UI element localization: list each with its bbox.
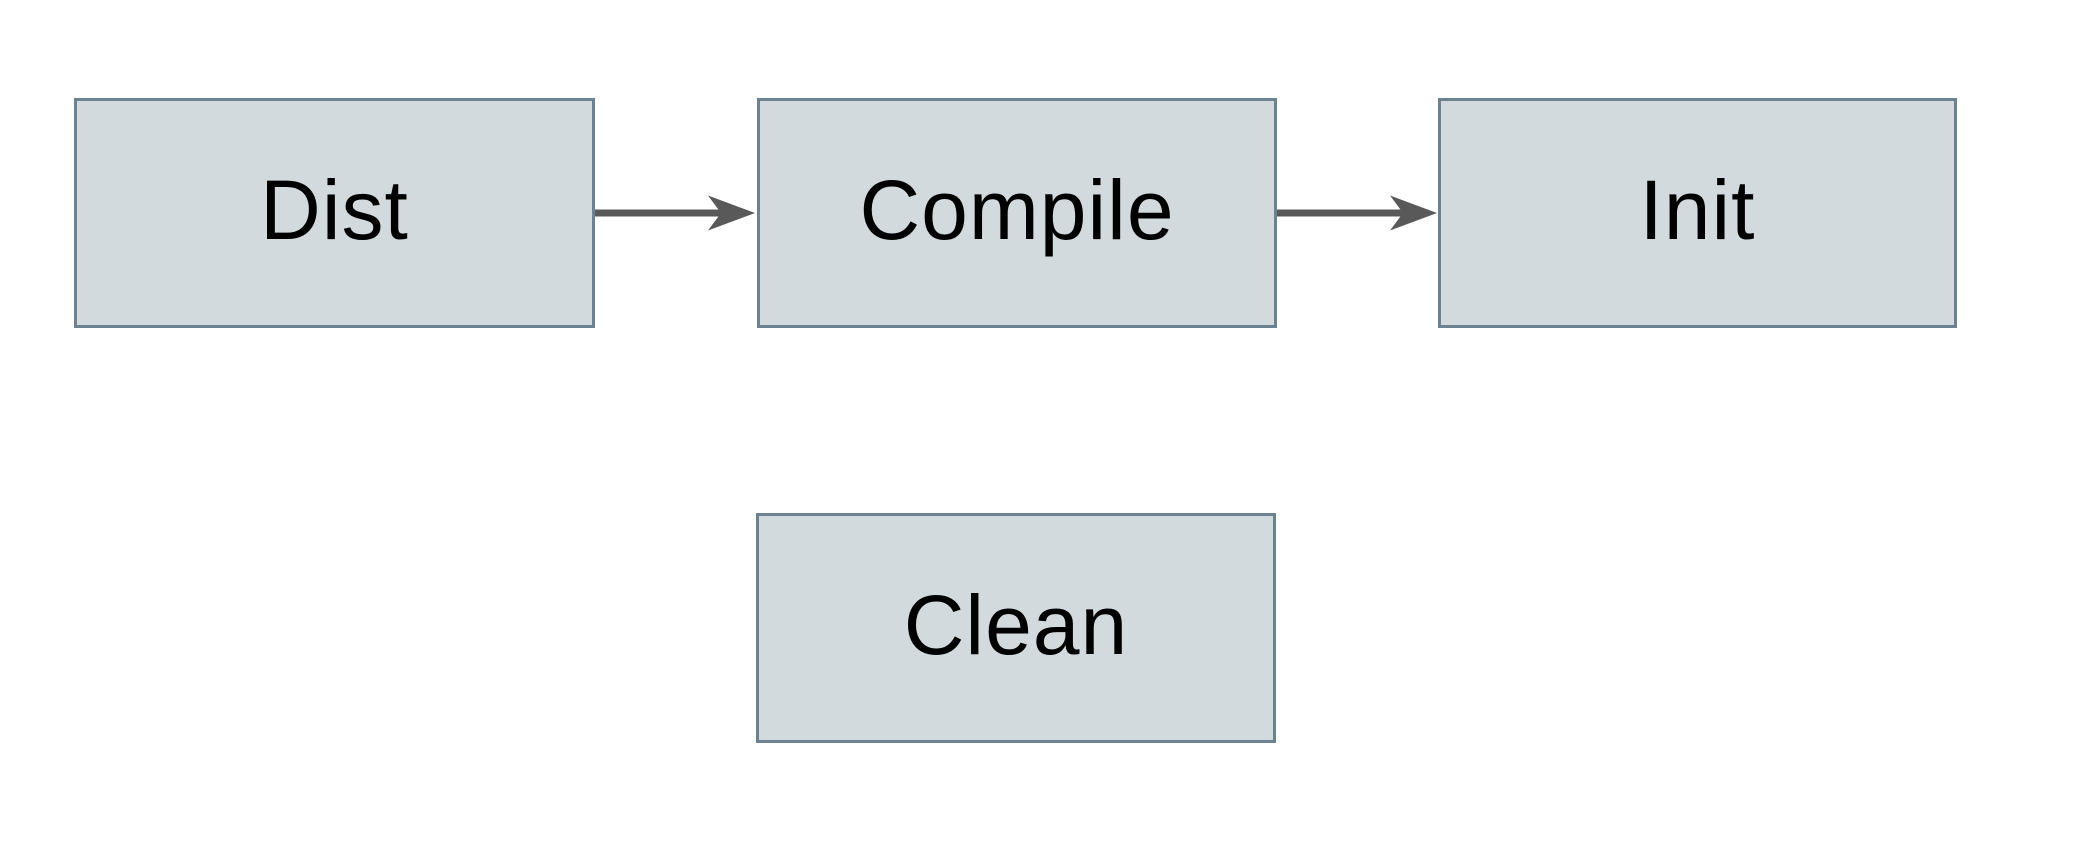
node-dist: Dist [74, 98, 595, 328]
node-compile: Compile [757, 98, 1277, 328]
arrow-dist-to-compile [595, 195, 755, 231]
node-init: Init [1438, 98, 1957, 328]
node-clean-label: Clean [903, 578, 1129, 672]
arrowhead-icon [708, 195, 755, 231]
node-dist-label: Dist [260, 163, 409, 257]
node-clean: Clean [756, 513, 1276, 743]
node-init-label: Init [1639, 163, 1756, 257]
node-compile-label: Compile [859, 163, 1175, 257]
arrow-compile-to-init [1277, 195, 1437, 231]
arrowhead-icon [1390, 195, 1437, 231]
